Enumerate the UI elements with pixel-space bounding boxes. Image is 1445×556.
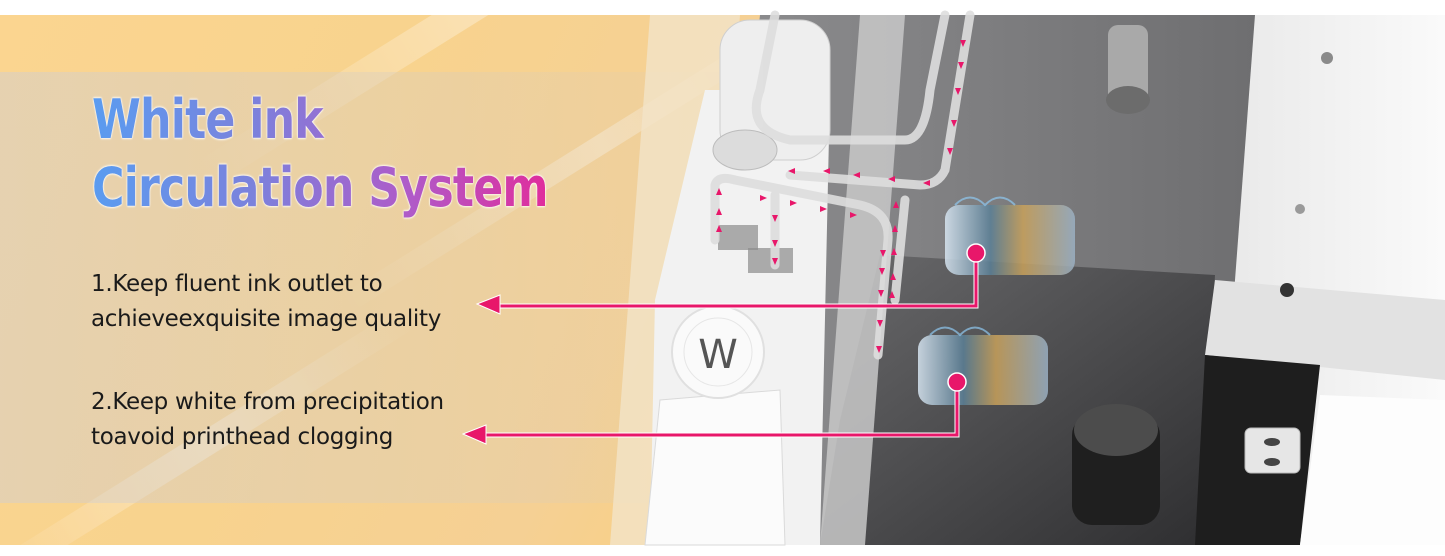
printhead-1 — [945, 196, 1075, 275]
ink-bottle-cap: W — [671, 305, 765, 399]
callout-leader-2 — [461, 372, 967, 445]
callout-1: 1.Keep fluent ink outlet to achieveexqui… — [91, 267, 441, 337]
anchor-dot-icon — [966, 243, 986, 263]
arrowhead-icon — [475, 294, 501, 315]
bottle-cap-label: W — [698, 332, 738, 378]
anchor-dot-icon — [947, 372, 967, 392]
callout-leader-1 — [475, 243, 986, 315]
housing-rail — [1205, 280, 1445, 380]
flow-arrows — [716, 40, 966, 353]
arrowhead-icon — [461, 424, 487, 445]
column — [820, 15, 905, 545]
callout-2: 2.Keep white from precipitation toavoid … — [91, 385, 444, 455]
title-line-1: White ink — [92, 88, 323, 151]
callout-2-line-2: toavoid printhead clogging — [91, 424, 394, 450]
title-line-2: Circulation System — [92, 156, 548, 219]
printhead-2 — [918, 326, 1048, 405]
callout-1-line-2: achieveexquisite image quality — [91, 306, 442, 332]
bottle-holder — [644, 389, 786, 546]
paper-tray — [1300, 395, 1445, 545]
platform-knob — [1072, 404, 1160, 525]
callout-2-line-1: 2.Keep white from precipitation — [91, 389, 444, 415]
circulation-pipes — [710, 10, 975, 360]
banner-title: White ink Circulation System — [92, 86, 548, 222]
callout-1-line-1: 1.Keep fluent ink outlet to — [91, 271, 383, 297]
bracket — [1244, 427, 1301, 474]
